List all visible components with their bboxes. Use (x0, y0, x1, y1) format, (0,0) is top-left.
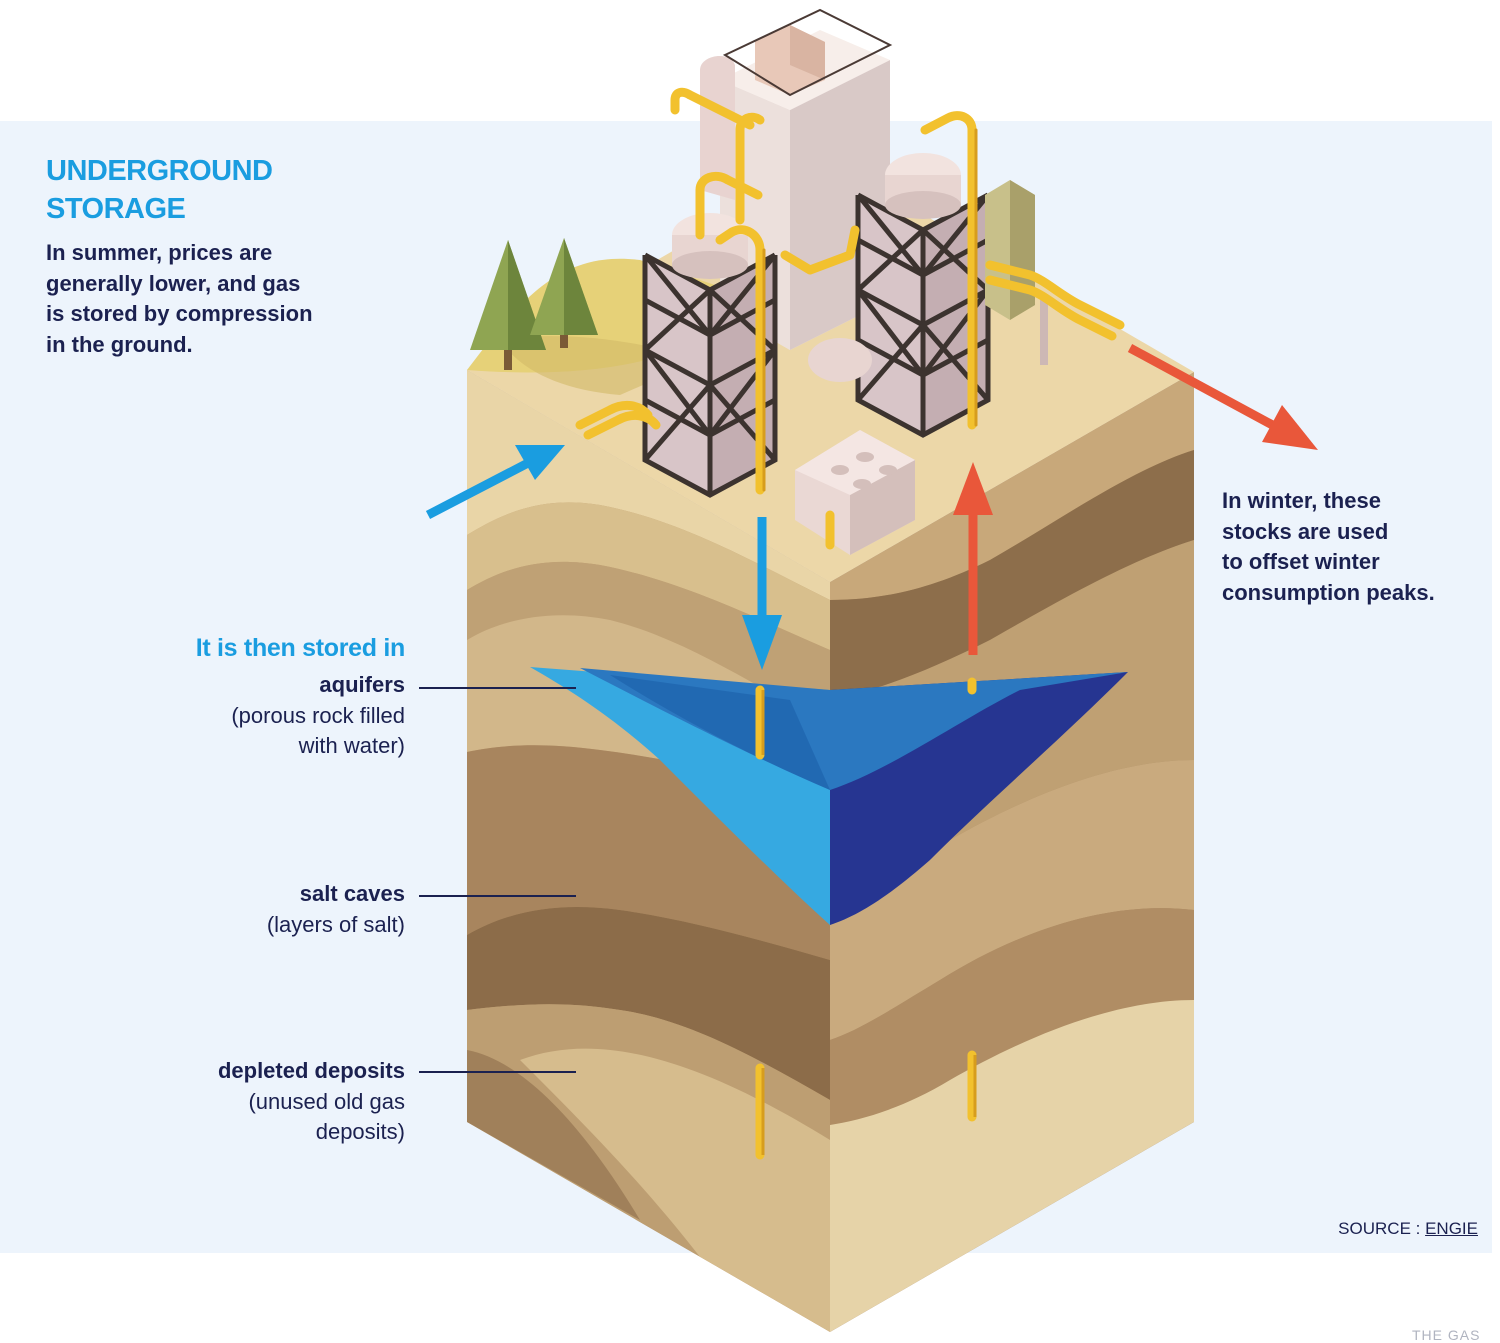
summer-intro: In summer, prices are generally lower, a… (46, 238, 346, 360)
intro-line: generally lower, and gas (46, 270, 301, 296)
compressor-unit (795, 338, 915, 555)
label-name: depleted deposits (217, 1058, 405, 1083)
source-prefix: SOURCE : (1338, 1219, 1421, 1238)
page-title: UNDERGROUND STORAGE (46, 152, 366, 228)
winter-line: stocks are used (1222, 518, 1389, 544)
pipeline-icon (575, 87, 1125, 550)
intro-line: in the ground. (46, 331, 193, 357)
label-desc: (layers of salt) (266, 911, 405, 937)
wells-shade (761, 690, 977, 1155)
withdrawal-arrow-icon (1127, 344, 1318, 450)
winter-line: In winter, these (1222, 488, 1381, 513)
label-depleted-deposits: depleted deposits (unused old gas deposi… (100, 1056, 405, 1148)
label-desc: with water) (298, 733, 405, 758)
winter-line: consumption peaks. (1222, 579, 1435, 605)
footer-clipped-text: THE GAS (1412, 1327, 1481, 1343)
wells (755, 677, 977, 1160)
injection-arrow-icon (742, 517, 782, 670)
winter-line: to offset winter (1222, 549, 1380, 574)
injection-arrow-icon (425, 445, 565, 519)
label-desc: deposits) (315, 1119, 405, 1144)
storage-heading: It is then stored in (195, 634, 406, 662)
source-link[interactable]: ENGIE (1425, 1219, 1478, 1238)
label-salt-caves: salt caves (layers of salt) (100, 879, 405, 940)
withdrawal-arrow-icon (953, 462, 993, 655)
label-desc: (porous rock filled (231, 702, 405, 728)
aquifer-water (530, 667, 1128, 925)
label-leader-lines (419, 687, 576, 1073)
title-line-1: UNDERGROUND (46, 155, 273, 187)
winter-note: In winter, these stocks are used to offs… (1222, 486, 1482, 608)
intro-line: In summer, prices are (46, 240, 273, 265)
label-desc: (unused old gas (248, 1088, 405, 1114)
source-credit: SOURCE : ENGIE (1300, 1219, 1478, 1239)
label-aquifers: aquifers (porous rock filled with water) (100, 670, 405, 762)
label-name: aquifers (319, 672, 405, 697)
intro-line: is stored by compression (46, 301, 313, 326)
title-line-2: STORAGE (46, 193, 186, 225)
tree-icon (530, 238, 598, 348)
label-name: salt caves (299, 881, 405, 906)
